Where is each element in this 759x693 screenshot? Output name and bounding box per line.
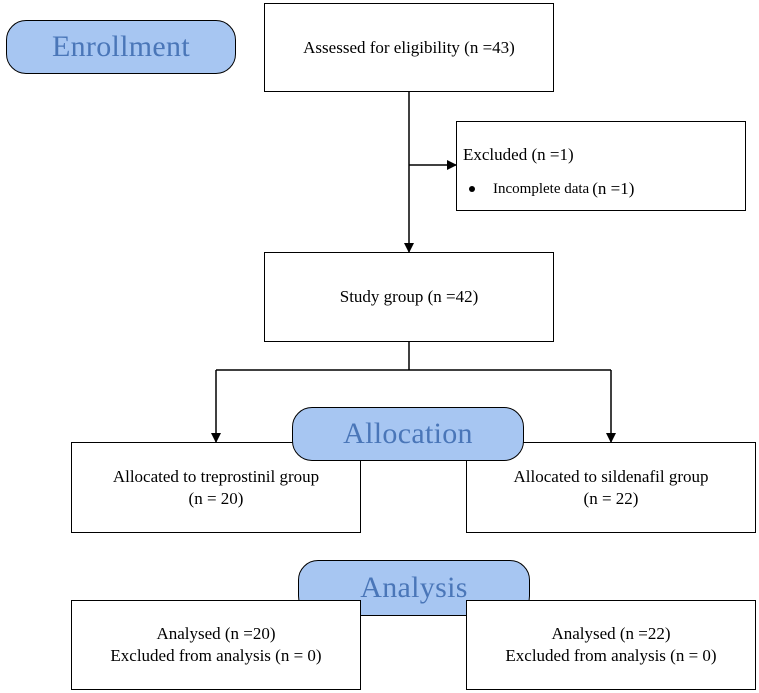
excluded-reason-text: Incomplete data <box>493 181 590 197</box>
treprostinil-allocation-line2: (n = 20) <box>188 488 244 508</box>
study-group-text: Study group (n =42) <box>339 287 479 306</box>
assessed-eligibility-box: Assessed for eligibility (n =43) <box>264 3 554 92</box>
treprostinil-allocation-box: Allocated to treprostinil group (n = 20) <box>71 442 361 533</box>
excluded-title: Excluded (n =1) <box>463 145 574 164</box>
analysis-text: Analysis <box>360 571 468 604</box>
sildenafil-excluded-line: Excluded from analysis (n = 0) <box>505 646 717 665</box>
enrollment-text: Enrollment <box>52 30 190 63</box>
sildenafil-analysed-line: Analysed (n =22) <box>551 624 671 643</box>
allocation-text: Allocation <box>343 417 473 450</box>
sildenafil-allocation-line1: Allocated to sildenafil group <box>513 466 709 486</box>
treprostinil-allocation-line1: Allocated to treprostinil group <box>112 466 320 486</box>
excluded-box: Excluded (n =1) Incomplete data (n =1) <box>456 121 746 211</box>
sildenafil-allocation-line2: (n = 22) <box>583 488 639 508</box>
assessed-text: Assessed for eligibility (n =43) <box>303 37 515 57</box>
sildenafil-analysis-box: Analysed (n =22) Excluded from analysis … <box>466 600 756 690</box>
bullet-icon <box>469 186 475 192</box>
enrollment-stage-label: Enrollment <box>6 20 236 74</box>
treprostinil-analysed-line: Analysed (n =20) <box>156 624 276 643</box>
excluded-reason-item: Incomplete data (n =1) <box>463 178 634 200</box>
treprostinil-excluded-line: Excluded from analysis (n = 0) <box>110 646 322 665</box>
excluded-reason-count: (n =1) <box>592 179 635 198</box>
treprostinil-analysis-box: Analysed (n =20) Excluded from analysis … <box>71 600 361 690</box>
allocation-stage-label: Allocation <box>292 407 524 461</box>
study-group-box: Study group (n =42) <box>264 252 554 342</box>
